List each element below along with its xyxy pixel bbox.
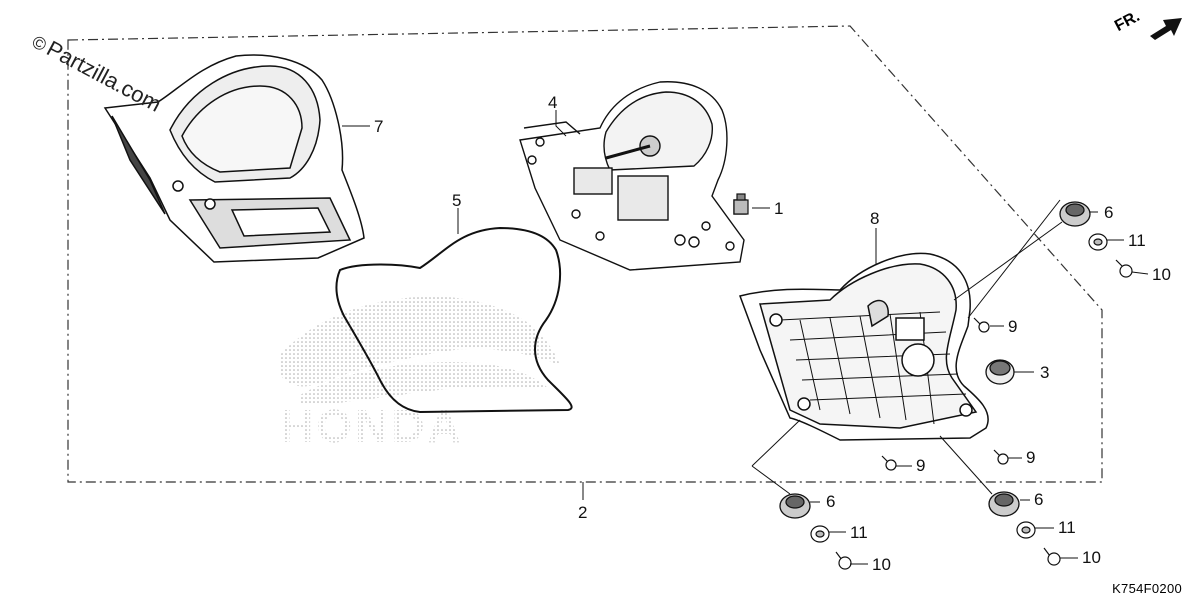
callout-9-lower-right: 9 (1026, 448, 1035, 467)
callout-11-upper: 11 (1128, 231, 1146, 250)
callout-6-upper: 6 (1104, 203, 1113, 222)
front-arrow-icon (1150, 18, 1182, 40)
callout-11-lower-right: 11 (1058, 518, 1076, 537)
honda-logo-watermark: HONDA (280, 296, 560, 452)
meter-assembly-part-4 (519, 81, 747, 271)
callout-5: 5 (452, 191, 461, 210)
screw-part-10 (835, 259, 1133, 570)
callout-6-lower-left: 6 (826, 492, 835, 511)
knob-part-3 (985, 359, 1015, 385)
callout-1: 1 (774, 199, 783, 218)
callout-4: 4 (548, 93, 557, 112)
diagram-code: K754F0200 (1112, 581, 1182, 596)
callout-3: 3 (1040, 363, 1049, 382)
grommet-part-6-lower-left (779, 493, 811, 519)
callout-10-upper: 10 (1152, 265, 1171, 284)
gasket-part-5 (335, 226, 573, 414)
honda-logo-text: HONDA (280, 400, 464, 452)
socket-part-1 (733, 193, 749, 215)
grommet-part-6-upper (1059, 201, 1091, 227)
meter-visor-part-7 (103, 54, 365, 263)
grommet-part-6-lower-right (988, 491, 1020, 517)
callout-6-lower-right: 6 (1034, 490, 1043, 509)
callout-9-lower-left: 9 (916, 456, 925, 475)
callout-2: 2 (578, 503, 587, 522)
screw-part-9 (881, 317, 1009, 471)
callout-11-lower-left: 11 (850, 523, 868, 542)
collar-part-11 (810, 233, 1108, 543)
callout-9-upper: 9 (1008, 317, 1017, 336)
callout-8: 8 (870, 209, 879, 228)
callout-7: 7 (374, 117, 383, 136)
assembly-boundary (67, 25, 1103, 483)
lower-case-part-8 (739, 252, 989, 441)
callout-10-lower-left: 10 (872, 555, 891, 574)
leader-lines (342, 110, 1149, 565)
callout-10-lower-right: 10 (1082, 548, 1101, 567)
